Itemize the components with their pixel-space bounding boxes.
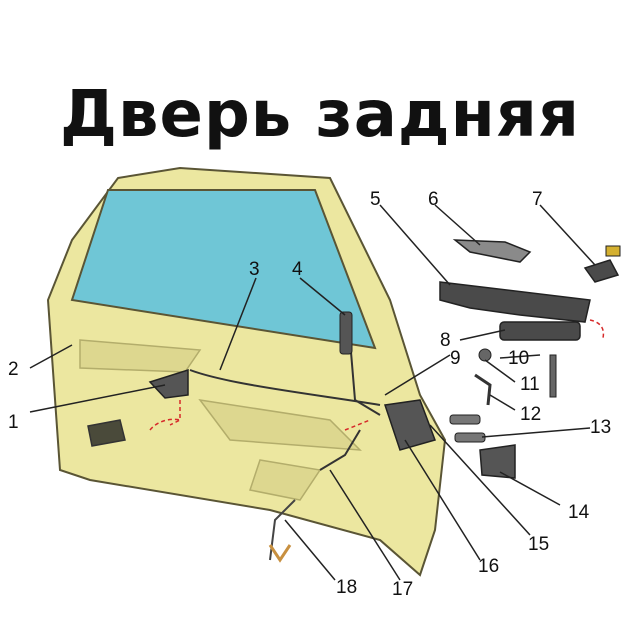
assembly-hint-line: [344, 419, 371, 431]
lock-rod: [319, 429, 361, 471]
lock-mechanism: [384, 399, 436, 451]
callout-9: 9: [450, 348, 461, 369]
callout-2: 2: [8, 359, 19, 380]
assembly-hint-line: [589, 319, 605, 339]
callout-11: 11: [520, 374, 540, 395]
callout-16: 16: [478, 556, 499, 577]
striker-plate: [479, 444, 516, 479]
panel-recess: [249, 459, 322, 501]
connector-rod: [549, 354, 557, 398]
callout-5: 5: [370, 189, 381, 210]
inner-handle-recess: [87, 419, 126, 447]
callout-4: 4: [292, 259, 303, 280]
leader-lines: [29, 204, 596, 581]
callout-17: 17: [392, 579, 413, 600]
handle-lever: [452, 239, 532, 263]
lock-cylinder: [583, 259, 620, 283]
wire-connector: [268, 544, 292, 563]
bracket: [474, 373, 492, 406]
bolt: [449, 414, 481, 425]
callout-12: 12: [520, 404, 541, 425]
diagram-title: Дверь задняя: [60, 78, 580, 152]
handle-trim: [499, 321, 581, 341]
callout-15: 15: [528, 534, 549, 555]
door-window-glass: [70, 189, 377, 350]
callout-1: 1: [8, 412, 19, 433]
callout-18: 18: [336, 577, 357, 598]
lock-button: [339, 311, 353, 355]
callout-14: 14: [568, 502, 590, 523]
bolt: [454, 432, 486, 443]
callout-8: 8: [440, 330, 451, 351]
callout-13: 13: [590, 417, 611, 438]
callout-10: 10: [508, 348, 529, 369]
callout-7: 7: [532, 189, 543, 210]
callout-3: 3: [249, 259, 260, 280]
assembly-hint-line: [149, 418, 181, 431]
lock-rod: [349, 339, 381, 416]
lock-key: [605, 245, 621, 257]
outer-handle: [439, 281, 591, 323]
spring-clip: [478, 348, 492, 362]
callout-6: 6: [428, 189, 439, 210]
inner-handle: [148, 368, 189, 399]
panel-recess: [198, 398, 362, 451]
